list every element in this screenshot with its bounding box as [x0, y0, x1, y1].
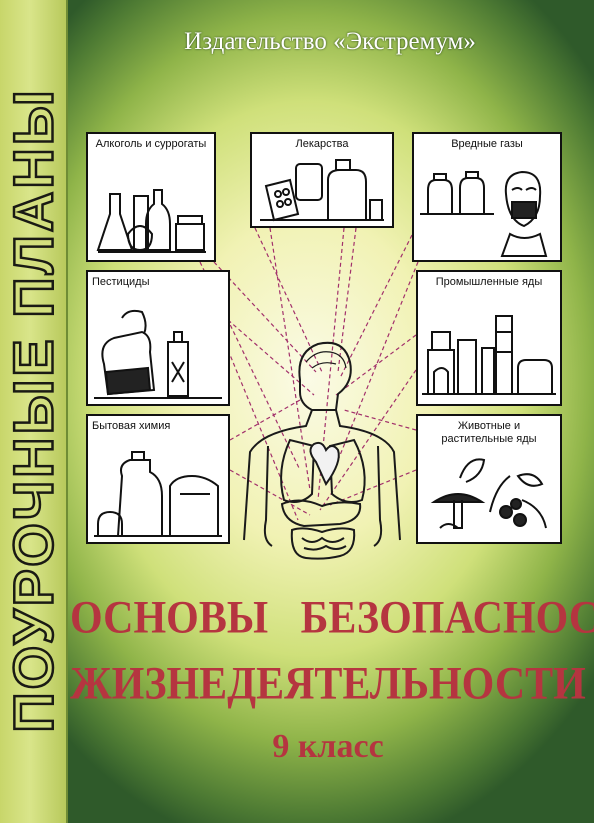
- publisher-name: Издательство «Экстремум»: [184, 28, 476, 55]
- household-chemicals-icon: [94, 451, 222, 537]
- panel-label: Промышленные яды: [435, 276, 543, 288]
- title-line-2: ЖИЗНЕДЕЯТЕЛЬНОСТИ: [70, 658, 586, 710]
- bottles-glassware-icon: [96, 189, 206, 253]
- factory-icon: [422, 315, 556, 395]
- panel-label: Лекарства: [295, 138, 349, 150]
- spine-strip: ПОУРОЧНЫЕ ПЛАНЫ: [0, 0, 68, 823]
- panel-industrial: Промышленные яды: [416, 270, 562, 406]
- panel-label: Алкоголь и суррогаты: [95, 138, 207, 150]
- human-figure: [243, 341, 401, 560]
- connection-lines: [199, 227, 419, 521]
- grade-label: 9 класс: [272, 728, 384, 765]
- panel-natural-poisons: Животные и растительные яды: [416, 414, 562, 544]
- panel-label: Вредные газы: [451, 138, 523, 150]
- poisonous-plants-icon: [430, 458, 547, 529]
- panel-label: Животные и растительные яды: [441, 420, 537, 445]
- panel-medicine: Лекарства: [250, 132, 394, 228]
- panel-alcohol: Алкоголь и суррогаты: [86, 132, 216, 262]
- panel-pesticides: Пестициды: [86, 270, 230, 406]
- panel-household: Бытовая химия: [86, 414, 230, 544]
- panel-label: Пестициды: [92, 276, 150, 288]
- medicine-pills-icon: [260, 159, 384, 222]
- gas-mask-icon: [420, 170, 548, 257]
- panel-gases: Вредные газы: [412, 132, 562, 262]
- title-line-1: ОСНОВЫ БЕЗОПАСНОСТИ: [70, 592, 594, 644]
- brain-detail: [305, 351, 347, 369]
- panel-label: Бытовая химия: [92, 420, 171, 432]
- pesticide-sacks-icon: [94, 309, 222, 399]
